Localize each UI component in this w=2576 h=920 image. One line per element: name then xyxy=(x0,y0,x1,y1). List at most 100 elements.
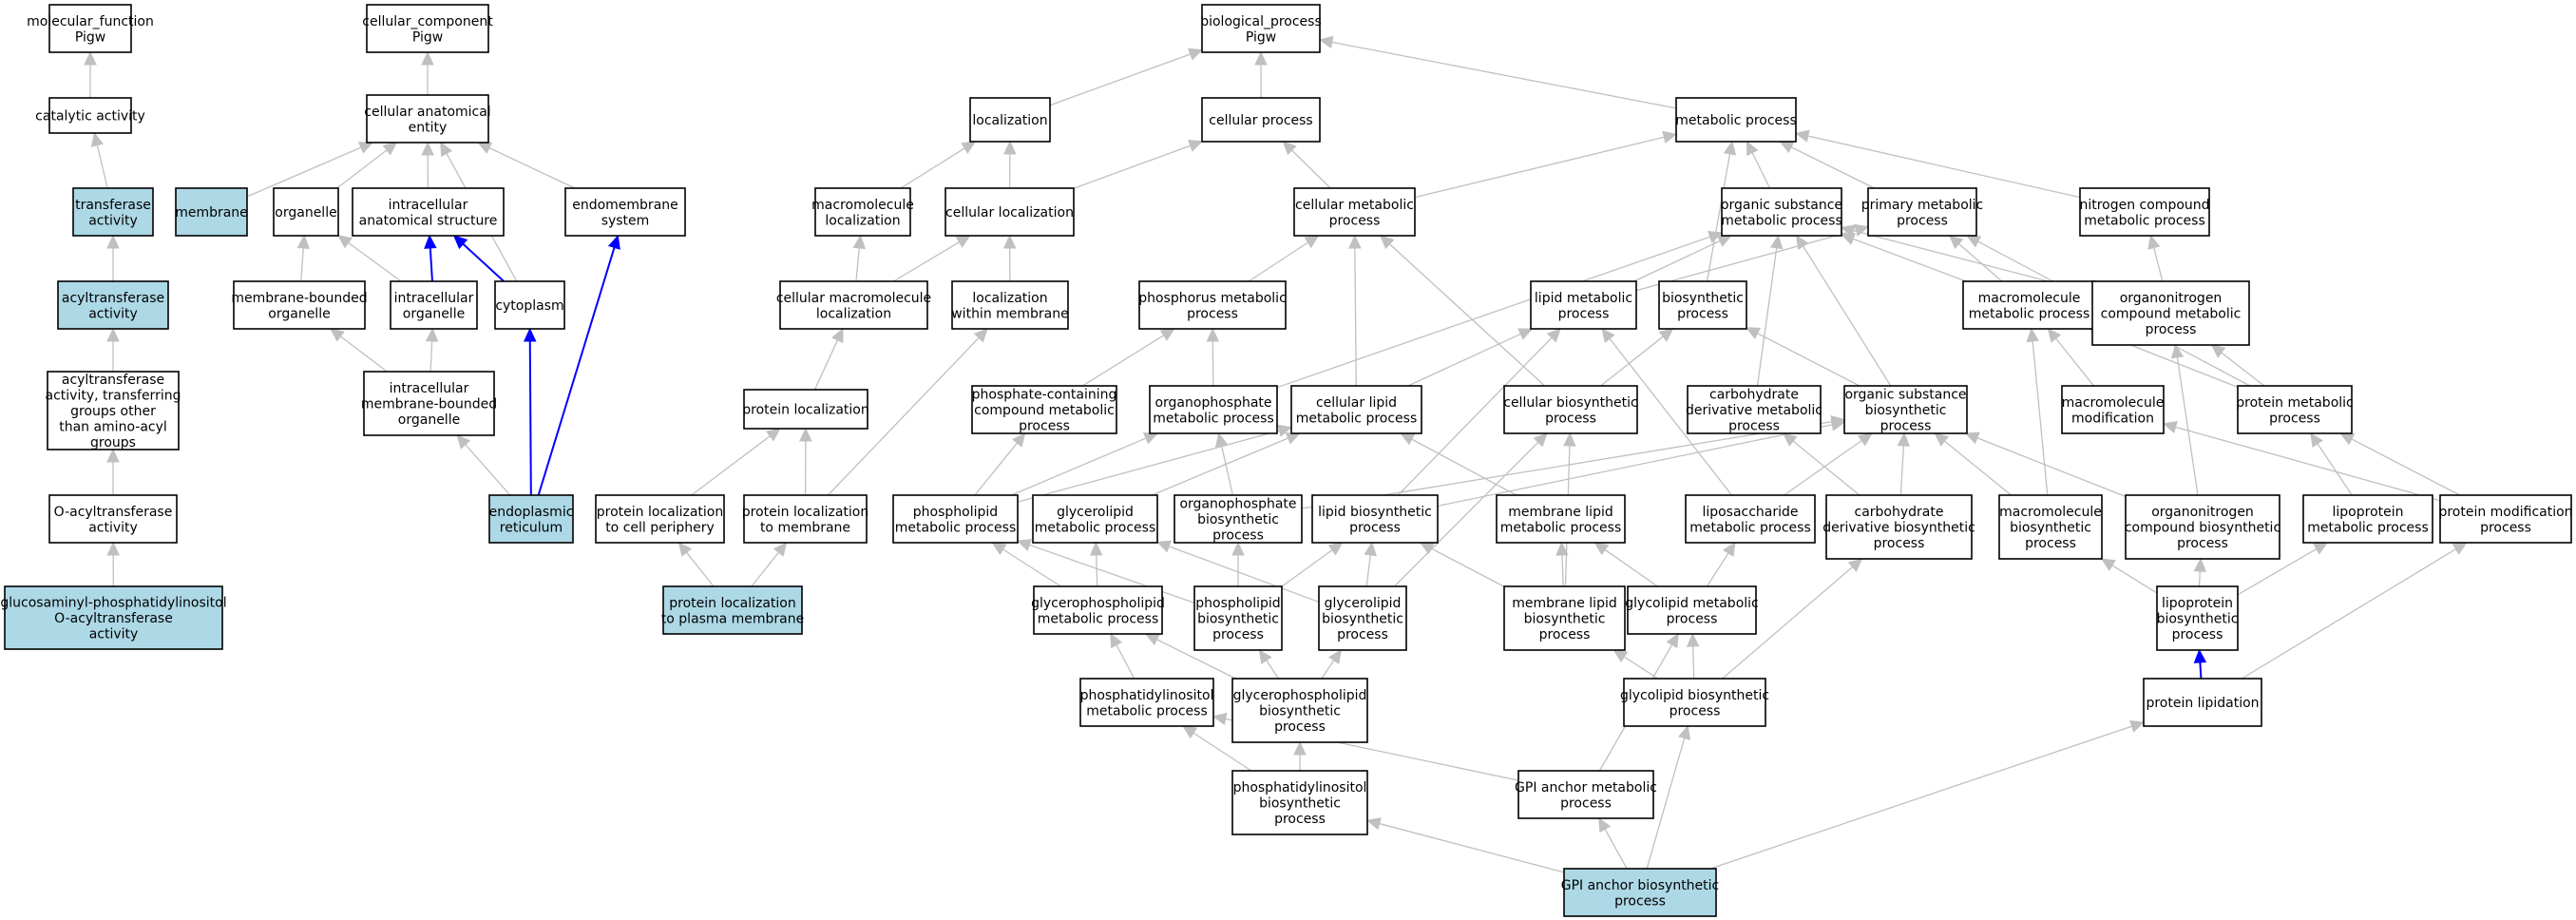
node-label-line: phosphorus metabolic xyxy=(1138,291,1287,306)
edge-cae-to-cc xyxy=(421,50,434,95)
node-label-line: process xyxy=(1187,306,1238,321)
node-plip[interactable]: protein lipidation xyxy=(2143,678,2262,727)
edge-arrowhead xyxy=(1142,432,1159,445)
node-membrane[interactable]: membrane xyxy=(175,187,248,237)
node-box xyxy=(1293,187,1416,237)
edge-mloc-to-loc xyxy=(900,141,977,189)
node-cat[interactable]: catalytic activity xyxy=(35,97,145,134)
edge-gpio-to-oacyl xyxy=(106,541,120,587)
node-loc[interactable]: localization xyxy=(969,97,1051,143)
edge-cloc-to-loc xyxy=(1003,140,1017,189)
node-label-line: GPI anchor metabolic xyxy=(1515,780,1657,795)
edge-line xyxy=(1354,247,1357,387)
node-organelle[interactable]: organelle xyxy=(273,187,339,237)
edge-arrowhead xyxy=(1304,235,1320,249)
edge-arrowhead xyxy=(1745,327,1762,339)
node-label-line: endomembrane xyxy=(572,198,678,213)
node-label-line: lipoprotein xyxy=(2333,505,2404,520)
edge-ias-to-cae xyxy=(421,141,434,189)
edge-arrowhead xyxy=(2100,558,2116,571)
edge-opmp-to-osmp xyxy=(1276,230,1724,389)
node-label-line: macromolecule xyxy=(811,198,914,213)
node-label-line: biosynthetic xyxy=(2010,521,2091,536)
node-label-line: process xyxy=(1545,411,1596,426)
node-gpio[interactable]: glucosaminyl-phosphatidylinositolO-acylt… xyxy=(0,585,227,650)
node-label-line: metabolic process xyxy=(1721,213,1842,228)
edge-arrowhead xyxy=(1678,724,1691,740)
node-label-line: protein lipidation xyxy=(2146,696,2259,711)
edge-arrowhead xyxy=(1782,432,1798,447)
node-cloc[interactable]: cellular localization xyxy=(945,187,1075,237)
node-label-line: system xyxy=(601,213,650,228)
node-protloc[interactable]: protein localization xyxy=(742,389,869,430)
edge-line xyxy=(1407,333,1521,387)
node-box xyxy=(951,280,1069,330)
node-mp[interactable]: metabolic process xyxy=(1675,97,1797,143)
edge-line xyxy=(1011,437,1147,496)
node-cp[interactable]: cellular process xyxy=(1201,97,1321,143)
node-cyto[interactable]: cytoplasm xyxy=(494,280,565,330)
edge-er-to-cyto xyxy=(523,327,537,496)
